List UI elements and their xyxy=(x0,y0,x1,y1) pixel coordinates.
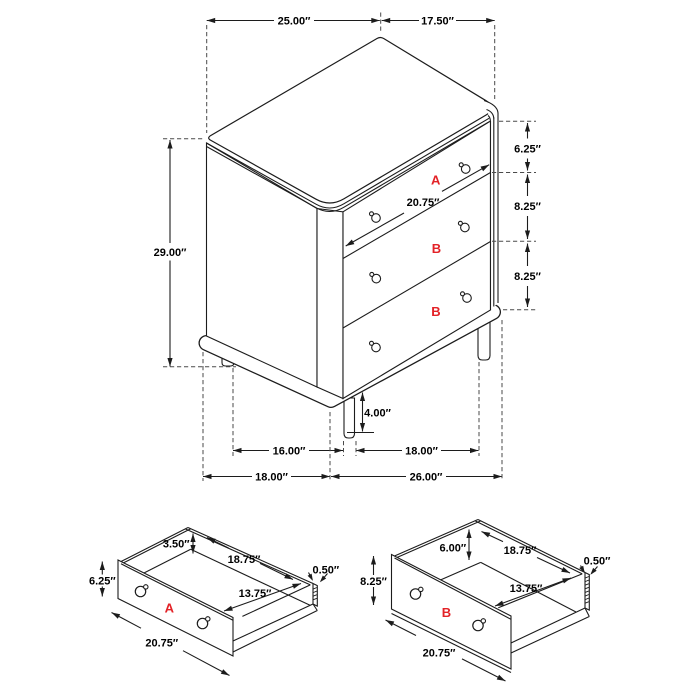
svg-text:29.00″: 29.00″ xyxy=(154,247,188,259)
svg-text:6.25″: 6.25″ xyxy=(514,144,541,156)
svg-text:18.00″: 18.00″ xyxy=(405,446,439,458)
svg-text:B: B xyxy=(432,241,441,256)
svg-text:6.00″: 6.00″ xyxy=(439,543,466,555)
svg-text:4.00″: 4.00″ xyxy=(364,408,391,420)
svg-text:0.50″: 0.50″ xyxy=(312,565,339,577)
svg-text:17.50″: 17.50″ xyxy=(421,16,455,28)
svg-text:13.75″: 13.75″ xyxy=(510,583,544,595)
svg-text:3.50″: 3.50″ xyxy=(163,539,190,551)
svg-text:20.75″: 20.75″ xyxy=(423,648,457,660)
svg-text:13.75″: 13.75″ xyxy=(239,588,273,600)
svg-text:8.25″: 8.25″ xyxy=(514,201,541,213)
svg-text:A: A xyxy=(165,601,175,616)
svg-text:18.75″: 18.75″ xyxy=(228,554,262,566)
svg-text:25.00″: 25.00″ xyxy=(278,16,312,28)
svg-text:18.75″: 18.75″ xyxy=(504,545,538,557)
svg-text:20.75″: 20.75″ xyxy=(407,197,441,209)
svg-text:8.25″: 8.25″ xyxy=(514,271,541,283)
svg-text:26.00″: 26.00″ xyxy=(410,472,444,484)
svg-text:0.50″: 0.50″ xyxy=(584,556,611,568)
svg-text:18.00″: 18.00″ xyxy=(255,472,289,484)
svg-text:6.25″: 6.25″ xyxy=(89,576,116,588)
svg-text:8.25″: 8.25″ xyxy=(360,576,387,588)
svg-text:A: A xyxy=(431,173,441,188)
svg-text:16.00″: 16.00″ xyxy=(273,446,307,458)
svg-text:B: B xyxy=(442,605,451,620)
svg-text:B: B xyxy=(431,304,440,319)
svg-text:20.75″: 20.75″ xyxy=(145,637,179,649)
